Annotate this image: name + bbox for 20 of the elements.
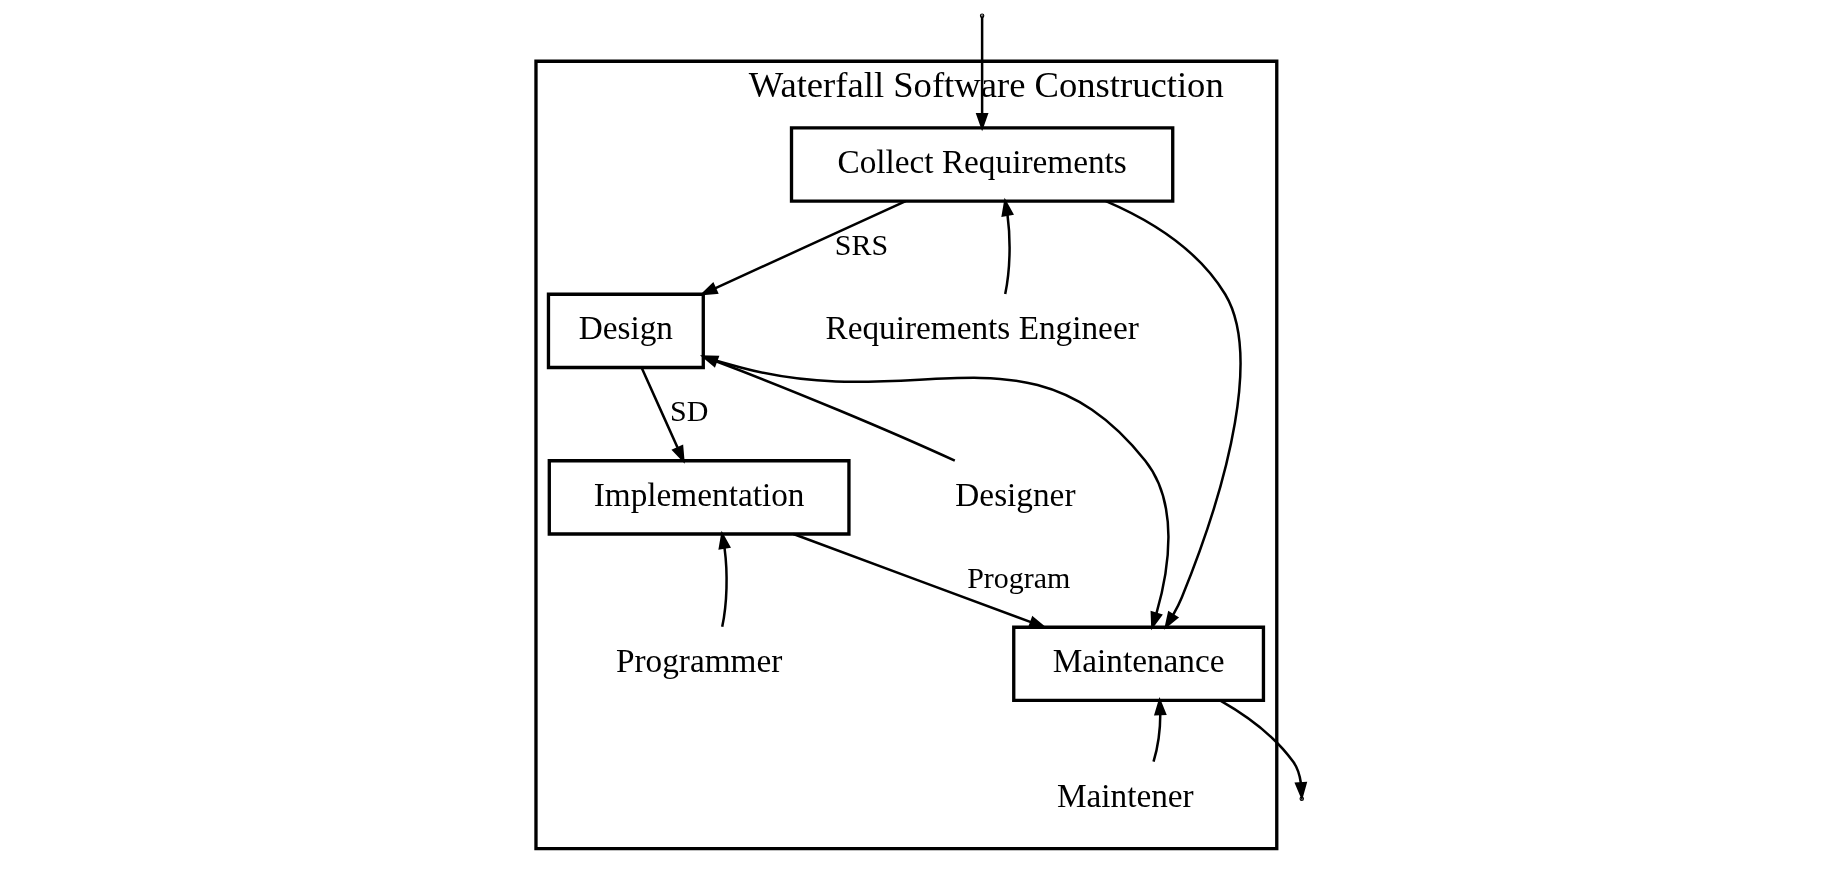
node-box: Collect Requirements	[789, 126, 1175, 203]
arrow	[1219, 699, 1308, 801]
arrow	[1001, 197, 1014, 295]
arrow	[718, 530, 731, 628]
edge-label: SD	[669, 394, 709, 428]
node-box: Design	[546, 292, 705, 370]
node-text: Maintener	[1056, 777, 1194, 814]
node-text: Programmer	[615, 642, 783, 680]
edge-label: Program	[967, 560, 1071, 594]
node-box: Implementation	[547, 459, 851, 536]
arrow	[792, 532, 1048, 629]
edge-label: SRS	[834, 227, 889, 261]
arrow	[1152, 696, 1167, 762]
arrow	[1105, 199, 1242, 630]
arrow	[699, 355, 956, 462]
node-text: Designer	[955, 475, 1076, 513]
arrow	[699, 199, 907, 296]
arrow	[640, 367, 685, 464]
node-box: Maintenance	[1012, 625, 1266, 703]
node-text: Requirements Engineer	[825, 309, 1139, 347]
